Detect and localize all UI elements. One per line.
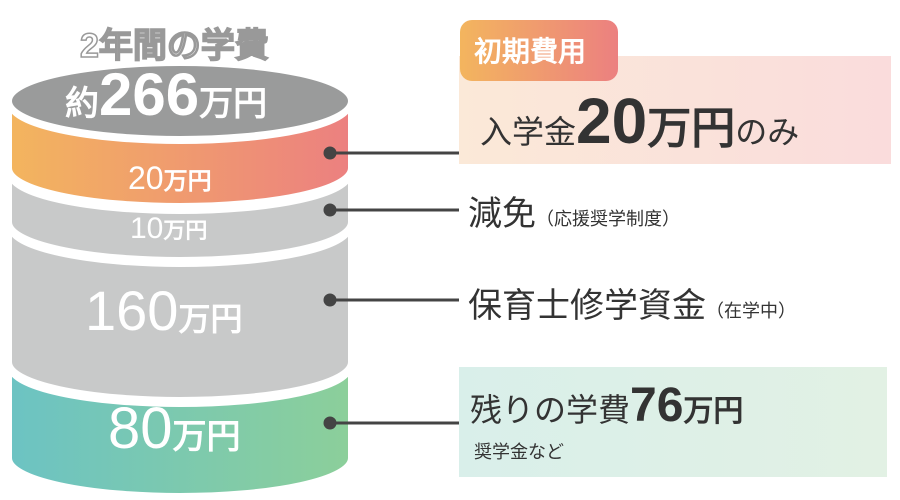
total-unit: 万円 xyxy=(199,85,268,123)
initial-cost-text: 入学金20万円のみ xyxy=(480,85,800,157)
layer-160-label: 160万円 xyxy=(85,279,243,342)
total-amount: 約266万円 xyxy=(65,60,267,129)
chart-title: 2年間の学費 xyxy=(79,26,269,66)
connector-lines xyxy=(323,146,459,430)
reduction-label: 減免（応援奨学制度） xyxy=(468,195,680,233)
layer-80 xyxy=(8,367,352,497)
layer-10-label: 10万円 xyxy=(130,212,208,245)
layer-160 xyxy=(8,227,352,401)
total-prefix: 約 xyxy=(65,85,99,123)
loan-label: 保育士修学資金（在学中） xyxy=(468,287,796,325)
layer-80-label: 80万円 xyxy=(108,396,241,461)
layer-20-label: 20万円 xyxy=(128,160,212,196)
layer-10 xyxy=(8,174,352,261)
cylinder-top xyxy=(8,62,352,140)
layer-20 xyxy=(8,104,352,207)
total-value: 266 xyxy=(99,61,200,128)
remaining-box xyxy=(459,367,887,477)
initial-cost-badge-label: 初期費用 xyxy=(474,36,587,67)
initial-cost-badge xyxy=(460,20,618,81)
remaining-note: 奨学金など xyxy=(474,442,564,462)
remaining-label: 残りの学費76万円 xyxy=(470,379,744,432)
